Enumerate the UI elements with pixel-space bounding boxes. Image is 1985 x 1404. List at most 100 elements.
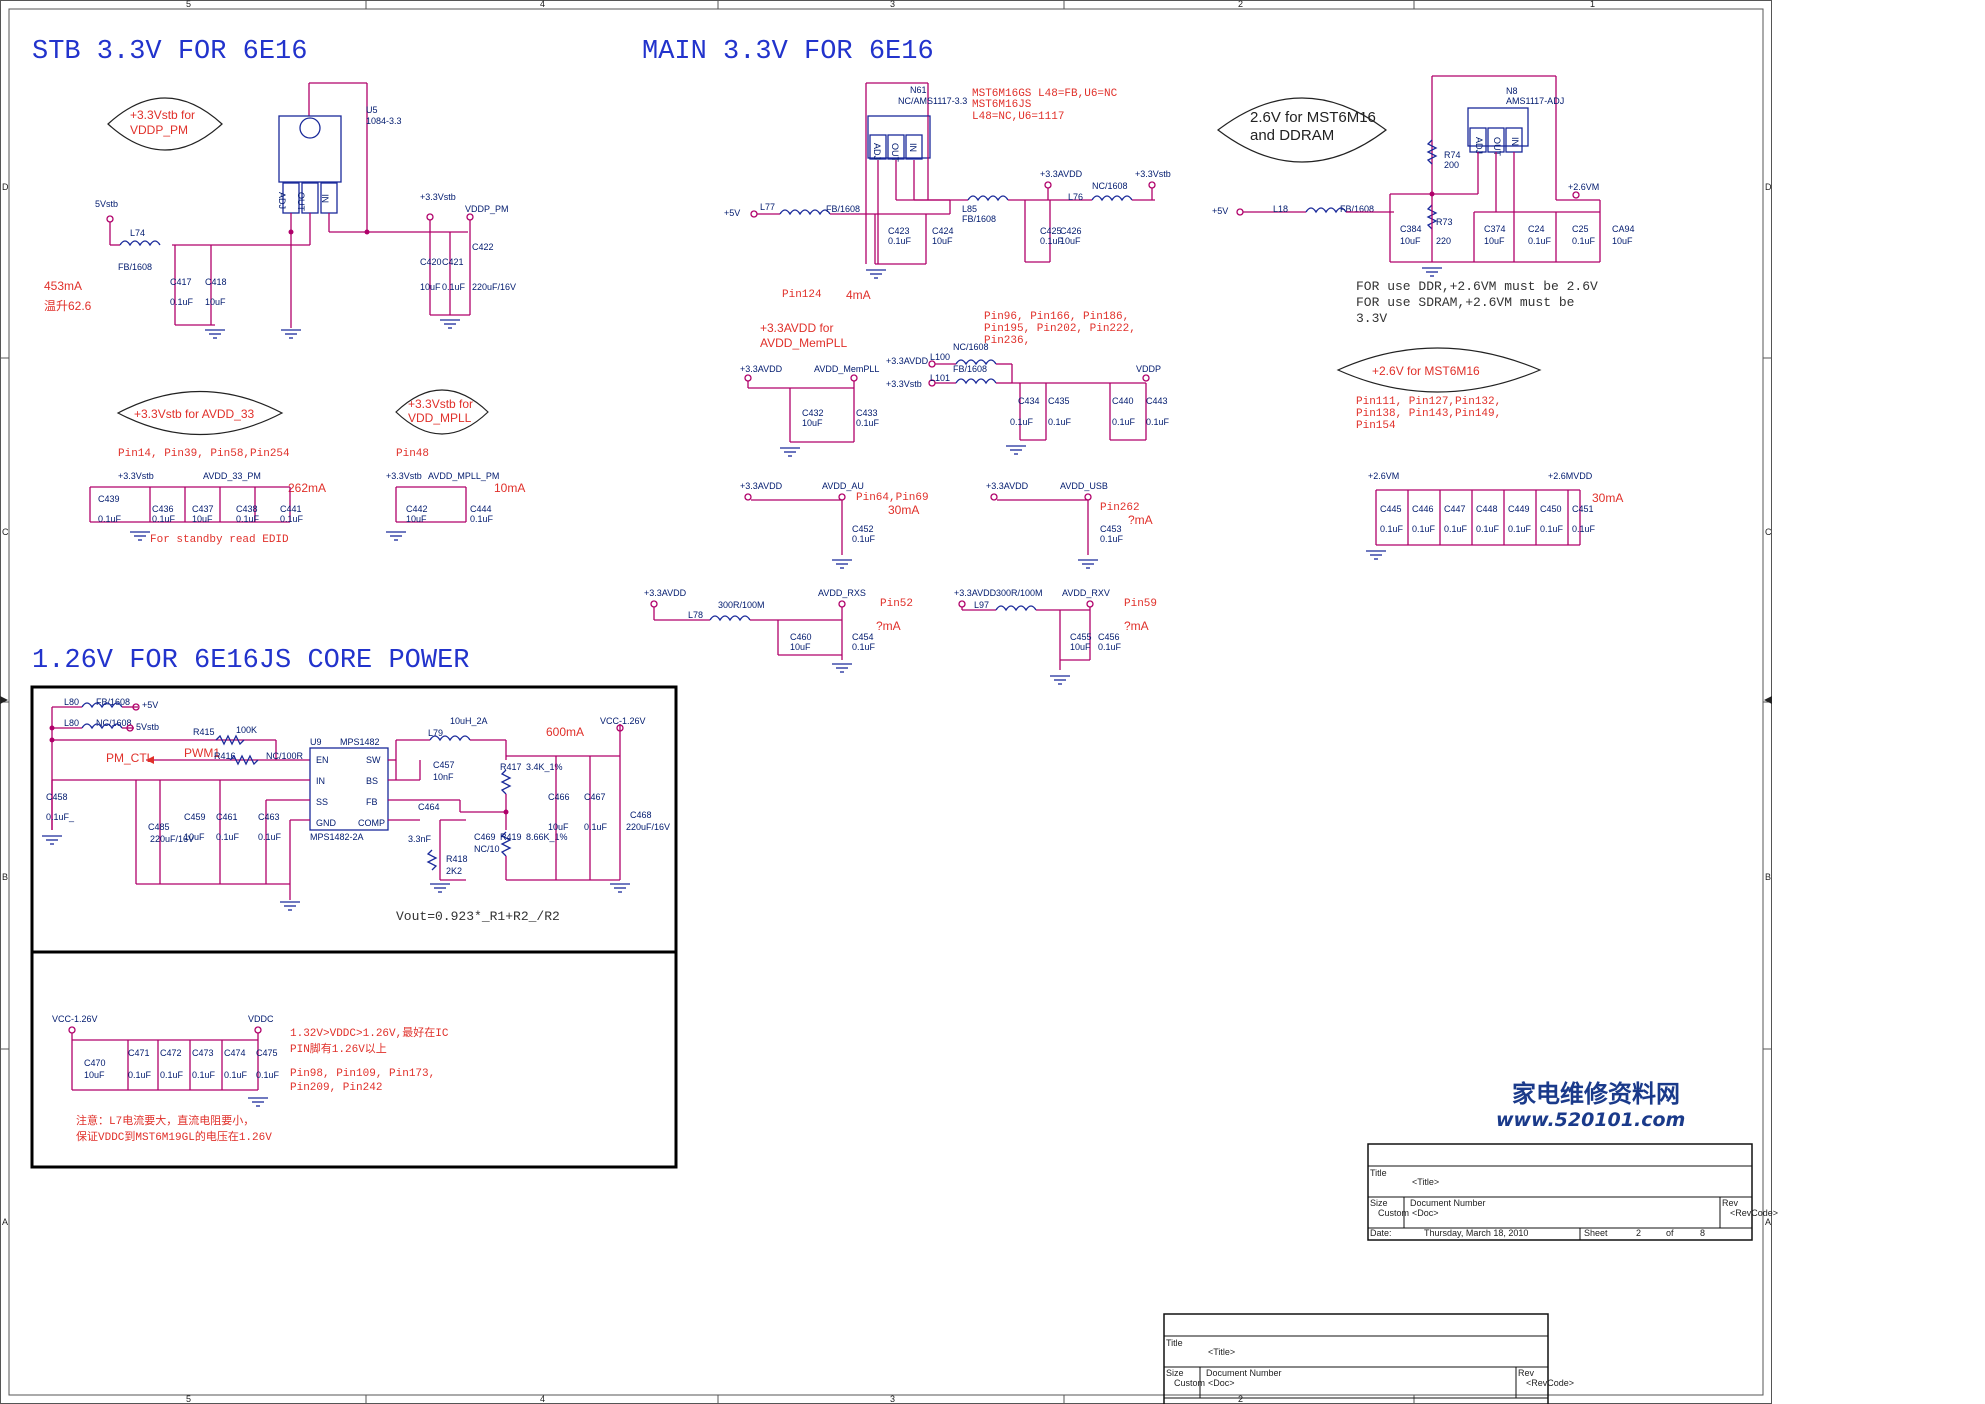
cap-label: C440 xyxy=(1112,396,1134,406)
mempll-circuit: +3.3AVDD for AVDD_MemPLL Pin96, Pin166, … xyxy=(740,311,1170,457)
cap-label: C456 xyxy=(1098,632,1120,642)
svg-text:Vout=0.923*_R1+R2_/R2: Vout=0.923*_R1+R2_/R2 xyxy=(396,909,560,924)
cap-label: C463 xyxy=(258,812,280,822)
row-letter: C xyxy=(2,527,9,537)
svg-text:MPS1482: MPS1482 xyxy=(340,737,380,747)
svg-text:and DDRAM: and DDRAM xyxy=(1250,127,1334,144)
avdd-usb-circuit: +3.3AVDD AVDD_USB C453 0.1uF Pin262 ?mA xyxy=(986,481,1153,569)
svg-text:10uF: 10uF xyxy=(205,297,226,307)
cap-label: C434 xyxy=(1018,396,1040,406)
cap-label: C468 xyxy=(630,810,652,820)
cap-label: C433 xyxy=(856,408,878,418)
svg-text:NC/1608: NC/1608 xyxy=(1092,181,1128,191)
svg-text:AVDD_RXV: AVDD_RXV xyxy=(1062,588,1110,598)
svg-text:SW: SW xyxy=(366,755,381,765)
col-number: 2 xyxy=(1238,1394,1243,1404)
ground-symbol xyxy=(866,269,886,279)
cap-label: C466 xyxy=(548,792,570,802)
bubble-ddram: 2.6V for MST6M16 and DDRAM xyxy=(1217,97,1387,163)
svg-text:Pin14, Pin39, Pin58,Pin254: Pin14, Pin39, Pin58,Pin254 xyxy=(118,448,290,460)
svg-text:0.1uF_: 0.1uF_ xyxy=(46,812,75,822)
ground-symbol xyxy=(281,329,301,339)
svg-text:0.1uF: 0.1uF xyxy=(1146,417,1170,427)
col-number: 4 xyxy=(540,1394,545,1404)
cap-label: C24 xyxy=(1528,224,1545,234)
svg-text:FB/1608: FB/1608 xyxy=(96,697,130,707)
ground-symbol xyxy=(832,663,852,673)
svg-text:2: 2 xyxy=(1636,1228,1641,1238)
cap-label: C460 xyxy=(790,632,812,642)
ground-symbol xyxy=(280,901,300,911)
svg-text:10uF: 10uF xyxy=(790,642,811,652)
cap-label: C455 xyxy=(1070,632,1092,642)
vddc-decoupling: VCC-1.26V VDDC C470 C471 C472 C473 C474 … xyxy=(52,1014,449,1144)
cap-label: C448 xyxy=(1476,504,1498,514)
svg-text:Thursday, March 18, 2010: Thursday, March 18, 2010 xyxy=(1424,1228,1528,1238)
svg-text:IN: IN xyxy=(908,143,918,152)
svg-text:PWM1: PWM1 xyxy=(184,746,220,760)
ground-symbol xyxy=(1078,559,1098,569)
svg-text:Date:: Date: xyxy=(1370,1228,1392,1238)
n61-refdes: N61 xyxy=(910,85,927,95)
svg-text:<RevCode>: <RevCode> xyxy=(1730,1208,1778,1218)
cap-label: C426 xyxy=(1060,226,1082,236)
svg-text:OUT: OUT xyxy=(890,143,900,163)
svg-text:IN: IN xyxy=(320,194,330,203)
svg-text:AVDD_MPLL_PM: AVDD_MPLL_PM xyxy=(428,471,499,481)
net-vcc126: VCC-1.26V xyxy=(600,716,646,726)
svg-text:0.1uF: 0.1uF xyxy=(1040,236,1064,246)
cap-label: C470 xyxy=(84,1058,106,1068)
ddram-regulator-circuit: ADJ OUT IN N8 AMS1117-ADJ R74 200 +5V L1… xyxy=(1212,75,1635,326)
stb-regulator-circuit: ADJ OUT IN U5 1084-3.3 5Vstb L74 FB/1608… xyxy=(44,82,516,339)
svg-text:Pin64,Pin69: Pin64,Pin69 xyxy=(856,492,929,504)
svg-text:L48=NC,U6=1117: L48=NC,U6=1117 xyxy=(972,111,1064,123)
svg-text:1.32V>VDDC>1.26V,最好在IC: 1.32V>VDDC>1.26V,最好在IC xyxy=(290,1025,449,1040)
net-5v: +5V xyxy=(1212,206,1228,216)
svg-text:AVDD_USB: AVDD_USB xyxy=(1060,481,1108,491)
svg-text:0.1uF: 0.1uF xyxy=(470,514,494,524)
svg-text:FOR use SDRAM,+2.6VM must be: FOR use SDRAM,+2.6VM must be xyxy=(1356,295,1574,310)
ground-symbol xyxy=(1366,550,1386,560)
svg-text:+3.3Vstb: +3.3Vstb xyxy=(886,379,922,389)
row-letter: B xyxy=(2,872,8,882)
cap-label: C438 xyxy=(236,504,258,514)
svg-text:0.1uF: 0.1uF xyxy=(256,1070,280,1080)
svg-text:+3.3AVDD: +3.3AVDD xyxy=(886,356,929,366)
svg-text:SS: SS xyxy=(316,797,328,807)
svg-text:L76: L76 xyxy=(1068,192,1083,202)
bubble-mst6m16: +2.6V for MST6M16 xyxy=(1336,347,1542,393)
svg-text:L78: L78 xyxy=(688,610,703,620)
svg-text:MPS1482-2A: MPS1482-2A xyxy=(310,832,364,842)
cap-label: C25 xyxy=(1572,224,1589,234)
svg-text:Title: Title xyxy=(1166,1338,1183,1348)
svg-text:OUT: OUT xyxy=(1492,137,1502,157)
cap-label: C449 xyxy=(1508,504,1530,514)
svg-text:R416: R416 xyxy=(214,751,236,761)
svg-text:注意：L7电流要大，直流电阻要小，: 注意：L7电流要大，直流电阻要小， xyxy=(76,1113,254,1128)
svg-text:L79: L79 xyxy=(428,728,443,738)
cap-label: C432 xyxy=(802,408,824,418)
avdd-rxv-circuit: +3.3AVDD AVDD_RXV L97 300R/100M C455 C45… xyxy=(954,588,1157,685)
svg-text:L101: L101 xyxy=(930,373,950,383)
svg-text:AVDD_RXS: AVDD_RXS xyxy=(818,588,866,598)
svg-text:MST6M16GS L48=FB,U6=NC: MST6M16GS L48=FB,U6=NC xyxy=(972,88,1118,100)
svg-text:+3.3Vstb for AVDD_33: +3.3Vstb for AVDD_33 xyxy=(134,407,255,421)
svg-text:+3.3AVDD: +3.3AVDD xyxy=(644,588,687,598)
cap-label: C423 xyxy=(888,226,910,236)
svg-text:NC/1608: NC/1608 xyxy=(953,342,989,352)
col-number: 2 xyxy=(1238,0,1243,9)
cap-label: C439 xyxy=(98,494,120,504)
svg-text:FOR use DDR,+2.6VM must be 2.6: FOR use DDR,+2.6VM must be 2.6V xyxy=(1356,279,1598,294)
svg-text:2.6V for MST6M16: 2.6V for MST6M16 xyxy=(1250,109,1376,126)
sheet-frame: 5 4 3 2 1 5 4 3 2 D C B A D C B A xyxy=(0,0,1772,1404)
cap-label: C475 xyxy=(256,1048,278,1058)
svg-text:FB/1608: FB/1608 xyxy=(1340,204,1374,214)
svg-text:0.1uF: 0.1uF xyxy=(1508,524,1532,534)
cap-label: C441 xyxy=(280,504,302,514)
svg-text:+5V: +5V xyxy=(142,700,158,710)
svg-text:0.1uF: 0.1uF xyxy=(584,822,608,832)
col-number: 5 xyxy=(186,0,191,9)
net-5v: +5V xyxy=(724,208,740,218)
